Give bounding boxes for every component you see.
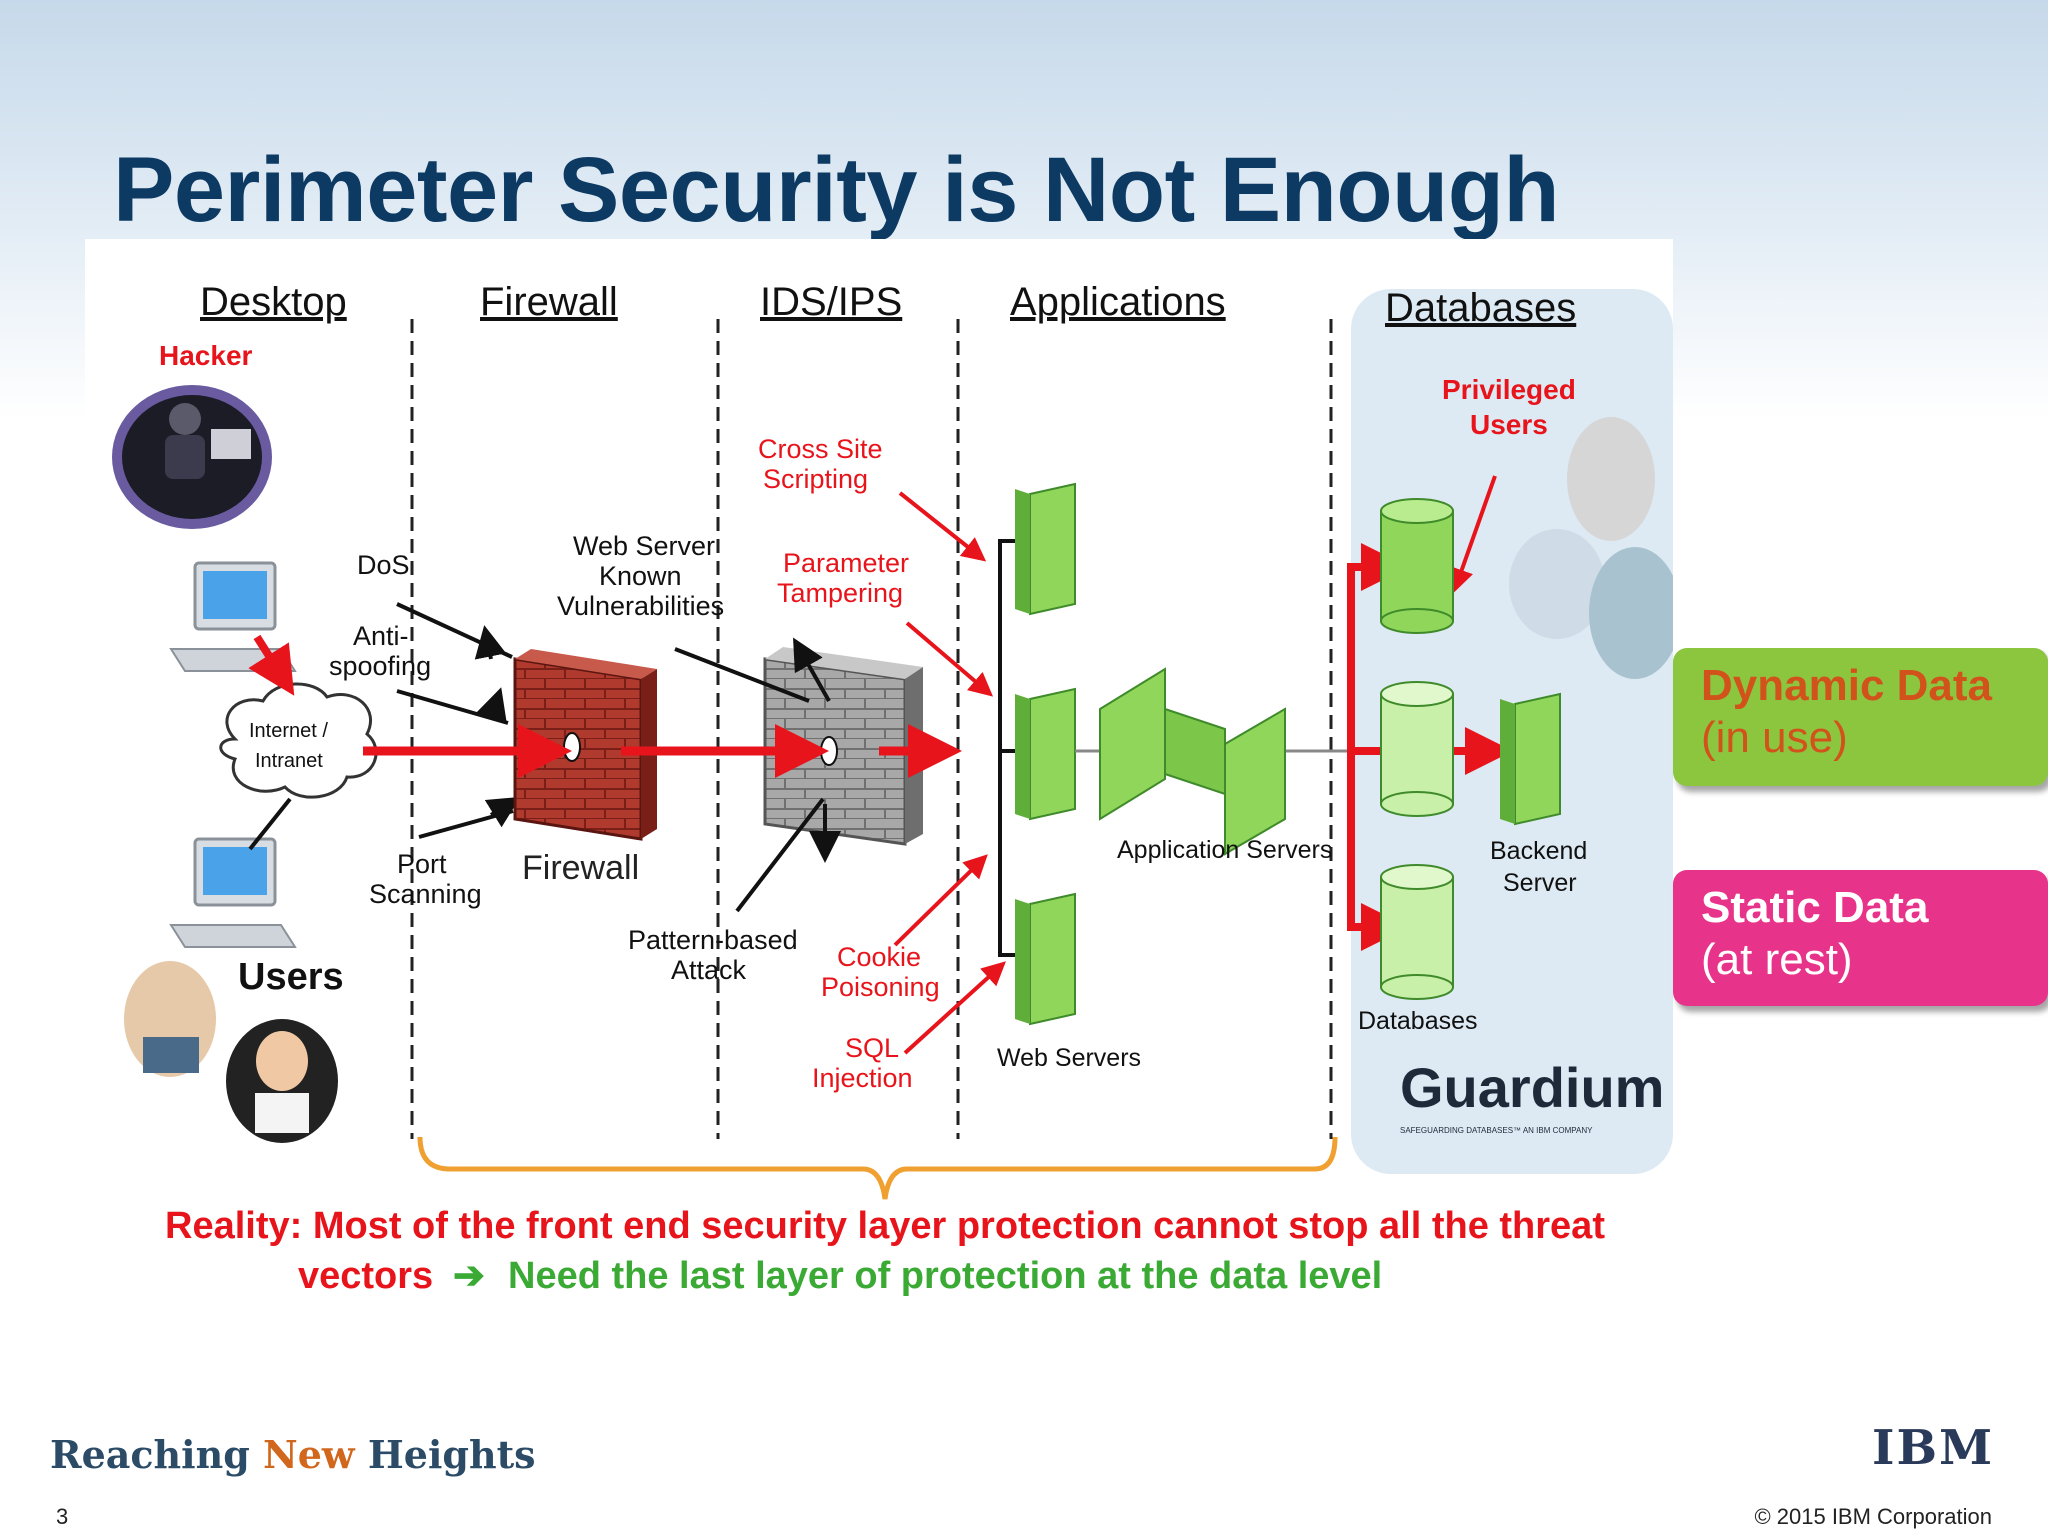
reality-arrow: ➔: [453, 1255, 485, 1297]
front-end-brace: [417, 1136, 1338, 1200]
user-computer-icon: [169, 837, 297, 948]
internet-cloud: Internet / Intranet: [219, 682, 378, 799]
privileged-users-label-1: Privileged: [1442, 374, 1576, 405]
databases-caption: Databases: [1358, 1007, 1478, 1035]
privileged-users-label-2: Users: [1470, 409, 1548, 440]
reality-line-2-green: Need the last layer of protection at the…: [508, 1255, 1382, 1297]
pattern-attack-label-1: Pattern-based: [628, 925, 798, 955]
web-server-icon: [1015, 482, 1076, 616]
brand-word-3: Heights: [354, 1432, 536, 1477]
zone-databases: Databases: [1385, 286, 1576, 330]
reaching-new-heights-logo: Reaching New Heights: [50, 1432, 536, 1477]
ids-ips-wall: [763, 647, 923, 846]
application-servers-icon: [1099, 667, 1286, 856]
static-data-title: Static Data: [1701, 883, 1929, 932]
dynamic-data-callout: Dynamic Data (in use): [1673, 648, 2048, 786]
diagram-panel: Desktop Firewall IDS/IPS Applications Da…: [85, 239, 1681, 1304]
database-icon: [1380, 681, 1454, 817]
zone-applications: Applications: [1010, 280, 1226, 324]
backend-server-label-2: Server: [1503, 869, 1577, 897]
static-data-callout: Static Data (at rest): [1673, 870, 2048, 1006]
anti-spoofing-label-2: spoofing: [329, 651, 431, 681]
web-server-icon: [1015, 892, 1076, 1026]
dynamic-data-subtitle: (in use): [1701, 713, 1848, 762]
firewall-caption: Firewall: [522, 849, 639, 887]
xss-label-1: Cross Site: [758, 434, 883, 464]
web-server-vuln-label-1: Web Server: [573, 531, 715, 561]
dos-label: DoS: [357, 550, 410, 580]
copyright: © 2015 IBM Corporation: [1754, 1504, 1992, 1529]
web-server-vuln-label-2: Known: [599, 561, 682, 591]
guardium-tagline: SAFEGUARDING DATABASES™ AN IBM COMPANY: [1400, 1126, 1593, 1135]
web-server-icon: [1015, 687, 1076, 821]
anti-spoofing-label-1: Anti-: [353, 621, 409, 651]
hacker-image: [112, 385, 272, 529]
ids-attack-lines: [674, 637, 841, 913]
param-label-1: Parameter: [783, 548, 909, 578]
firewall-attack-lines: [396, 602, 521, 839]
ibm-logo: IBM: [1872, 1420, 1995, 1476]
privileged-users-arrow: [1450, 475, 1497, 593]
guardium-logo: Guardium: [1400, 1056, 1664, 1119]
app-threat-arrows: [893, 491, 1006, 1055]
reality-line-2-red: vectors: [298, 1255, 433, 1297]
backend-server-icon: [1500, 692, 1561, 826]
privileged-users-image: [1509, 417, 1681, 679]
zone-firewall: Firewall: [480, 280, 618, 324]
internet-label-2: Intranet: [255, 750, 323, 772]
port-scanning-label-1: Port: [397, 849, 447, 879]
port-scanning-label-2: Scanning: [369, 879, 482, 909]
database-icon: [1380, 498, 1454, 634]
static-data-subtitle: (at rest): [1701, 935, 1853, 984]
slide-title: Perimeter Security is Not Enough: [113, 139, 1560, 241]
hacker-to-internet-arrow: [248, 634, 295, 696]
page-number: 3: [56, 1504, 69, 1529]
sql-label-1: SQL: [845, 1033, 899, 1063]
web-server-vuln-label-3: Vulnerabilities: [557, 591, 724, 621]
zone-ids-ips: IDS/IPS: [760, 280, 902, 324]
reality-line-1: Reality: Most of the front end security …: [165, 1205, 1605, 1247]
backend-server-label-1: Backend: [1490, 837, 1587, 865]
cookie-label-2: Poisoning: [821, 972, 940, 1002]
hacker-label: Hacker: [159, 340, 253, 371]
sql-label-2: Injection: [812, 1063, 913, 1093]
dynamic-data-title: Dynamic Data: [1701, 661, 1993, 710]
database-icon: [1380, 864, 1454, 1000]
pattern-attack-label-2: Attack: [671, 955, 747, 985]
zone-desktop: Desktop: [200, 280, 347, 324]
desktop-computer-icon: [169, 561, 297, 672]
web-servers-label: Web Servers: [997, 1044, 1141, 1072]
brand-word-2: New: [263, 1432, 355, 1477]
firewall-wall: [513, 649, 657, 841]
users-image: [124, 961, 338, 1143]
param-label-2: Tampering: [777, 578, 903, 608]
xss-label-2: Scripting: [763, 464, 868, 494]
app-servers-label: Application Servers: [1117, 836, 1332, 864]
users-label: Users: [238, 956, 344, 998]
brand-word-1: Reaching: [50, 1432, 264, 1477]
internet-label-1: Internet /: [249, 720, 328, 742]
user-to-internet-line: [248, 797, 292, 851]
cookie-label-1: Cookie: [837, 942, 921, 972]
